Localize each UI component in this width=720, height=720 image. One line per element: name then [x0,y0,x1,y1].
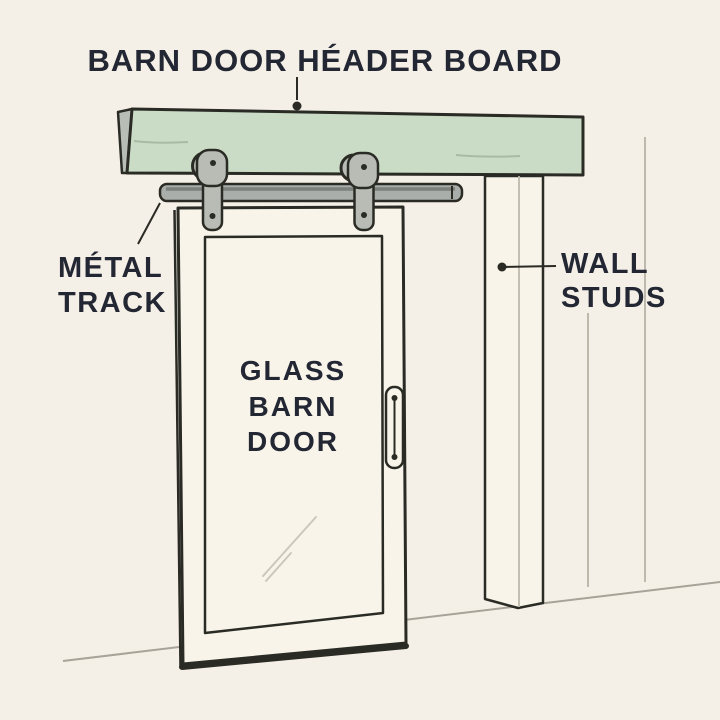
label-metal-track-line1: MÉTAL [58,250,163,284]
hanger-screw [209,213,216,219]
hanger-screw [361,164,367,170]
header-board-front-face [125,107,585,177]
door-slab-bottom-edge [179,643,409,670]
door-inner-frame [203,234,385,635]
leader-line-wall-studs [503,265,557,268]
wood-grain-line [455,154,521,158]
label-wall-studs-line2: STUDS [561,282,667,314]
door-handle [384,385,405,470]
label-metal-track-line2: TRACK [58,287,167,319]
metal-track [158,182,464,203]
hanger-screw [210,160,216,166]
label-wall-studs-line1: WALL [561,248,649,280]
glass-glint [262,516,317,577]
door-handle-screw [391,454,398,460]
roller-hanger [339,151,380,232]
label-glass-door-line3: DOOR [247,426,339,457]
glass-barn-door [173,205,409,670]
wall-stud-post-face [483,174,545,610]
door-handle-screw [391,395,398,401]
hanger-head [346,151,380,190]
door-slab-left-edge [173,209,182,667]
door-front-face [176,205,408,666]
hanger-screw [361,212,367,218]
glass-glint [265,552,292,582]
roller-hanger [191,148,229,232]
wood-grain-line [133,140,189,144]
wall-stud-post [483,174,545,610]
label-glass-door-line2: BARN [249,391,338,422]
leader-line-metal-track [137,202,161,245]
header-board [116,107,585,177]
label-glass-door-line1: GLASS [240,355,346,386]
diagram-title: BARN DOOR HÉADER BOARD [88,43,563,78]
leader-dot-wall-studs [497,262,507,272]
leader-dot-header-board [292,101,302,111]
hanger-head [195,148,229,188]
